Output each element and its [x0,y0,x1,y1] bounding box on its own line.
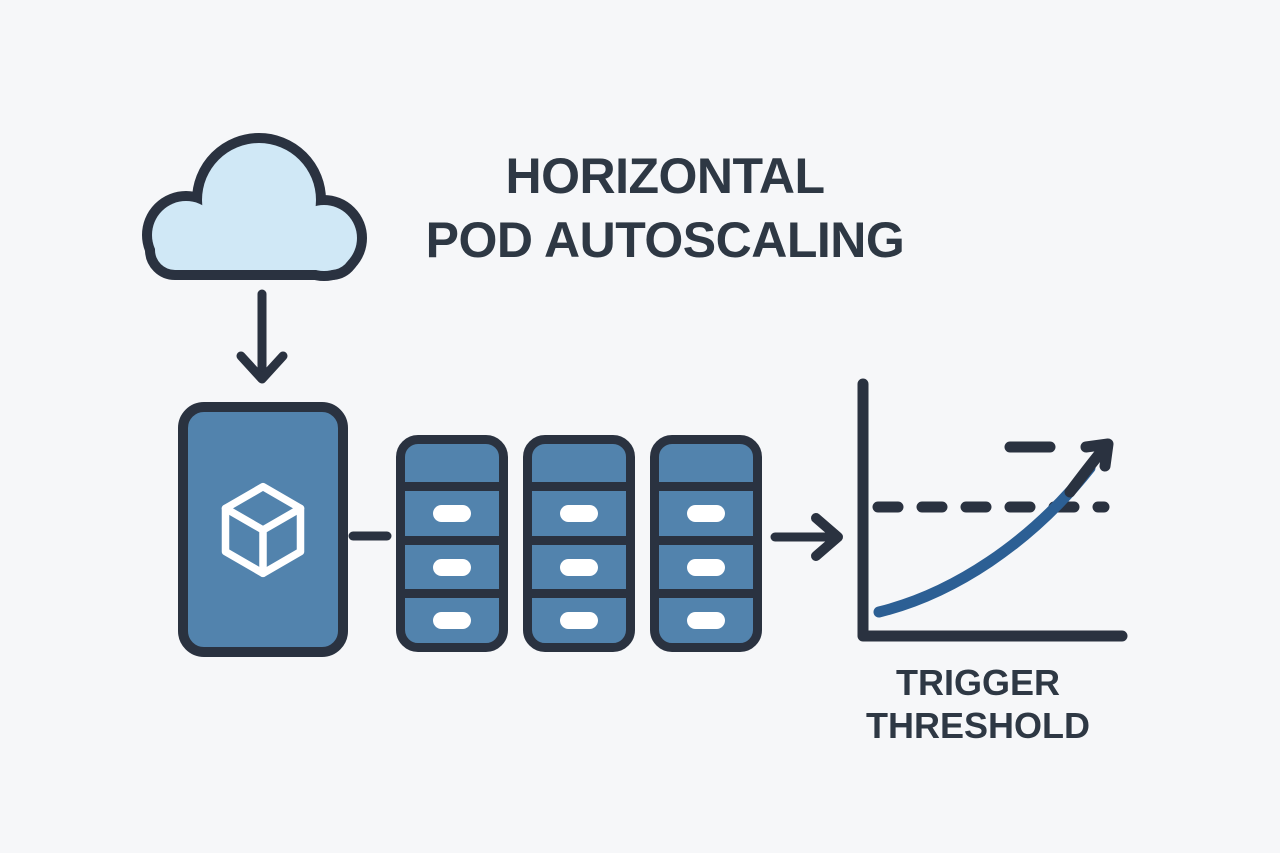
slot-indicator [687,558,725,576]
chart-label-line-1: TRIGGER [895,662,1060,703]
slot-indicator [560,504,598,522]
slot-indicator [560,612,598,630]
stack-row [659,482,753,536]
arrow-up-right-icon [1064,438,1114,498]
stack-row [659,444,753,482]
slot-indicator [687,504,725,522]
chart-label-line-2: THRESHOLD [866,705,1090,746]
title-line-2: POD AUTOSCALING [425,212,905,268]
stack-row [405,589,499,643]
package-cube-icon [221,482,305,577]
stack-row [532,444,626,482]
stack-row [405,482,499,536]
stack-row [659,589,753,643]
slot-indicator [433,504,471,522]
pod-replica-stack [650,435,762,652]
replica-stacks [396,435,762,652]
pod-replica-stack [396,435,508,652]
arrow-right-icon [770,513,843,561]
cloud-icon [142,133,367,281]
slot-indicator [560,558,598,576]
chart-axes [857,378,1128,642]
stack-row [659,535,753,590]
dash-connector [348,531,392,541]
chart-label: TRIGGER THRESHOLD [838,661,1118,747]
slot-indicator [687,612,725,630]
pod-replica-stack [523,435,635,652]
threshold-chart [857,378,1128,642]
pod-container [178,402,348,657]
stack-row [405,444,499,482]
page-title: HORIZONTAL POD AUTOSCALING [385,144,945,272]
stack-row [405,535,499,590]
arrow-down-icon [236,289,288,384]
stack-row [532,482,626,536]
title-line-1: HORIZONTAL [505,148,825,204]
stack-row [532,535,626,590]
load-curve [873,462,1096,618]
stack-row [532,589,626,643]
slot-indicator [433,612,471,630]
slot-indicator [433,558,471,576]
